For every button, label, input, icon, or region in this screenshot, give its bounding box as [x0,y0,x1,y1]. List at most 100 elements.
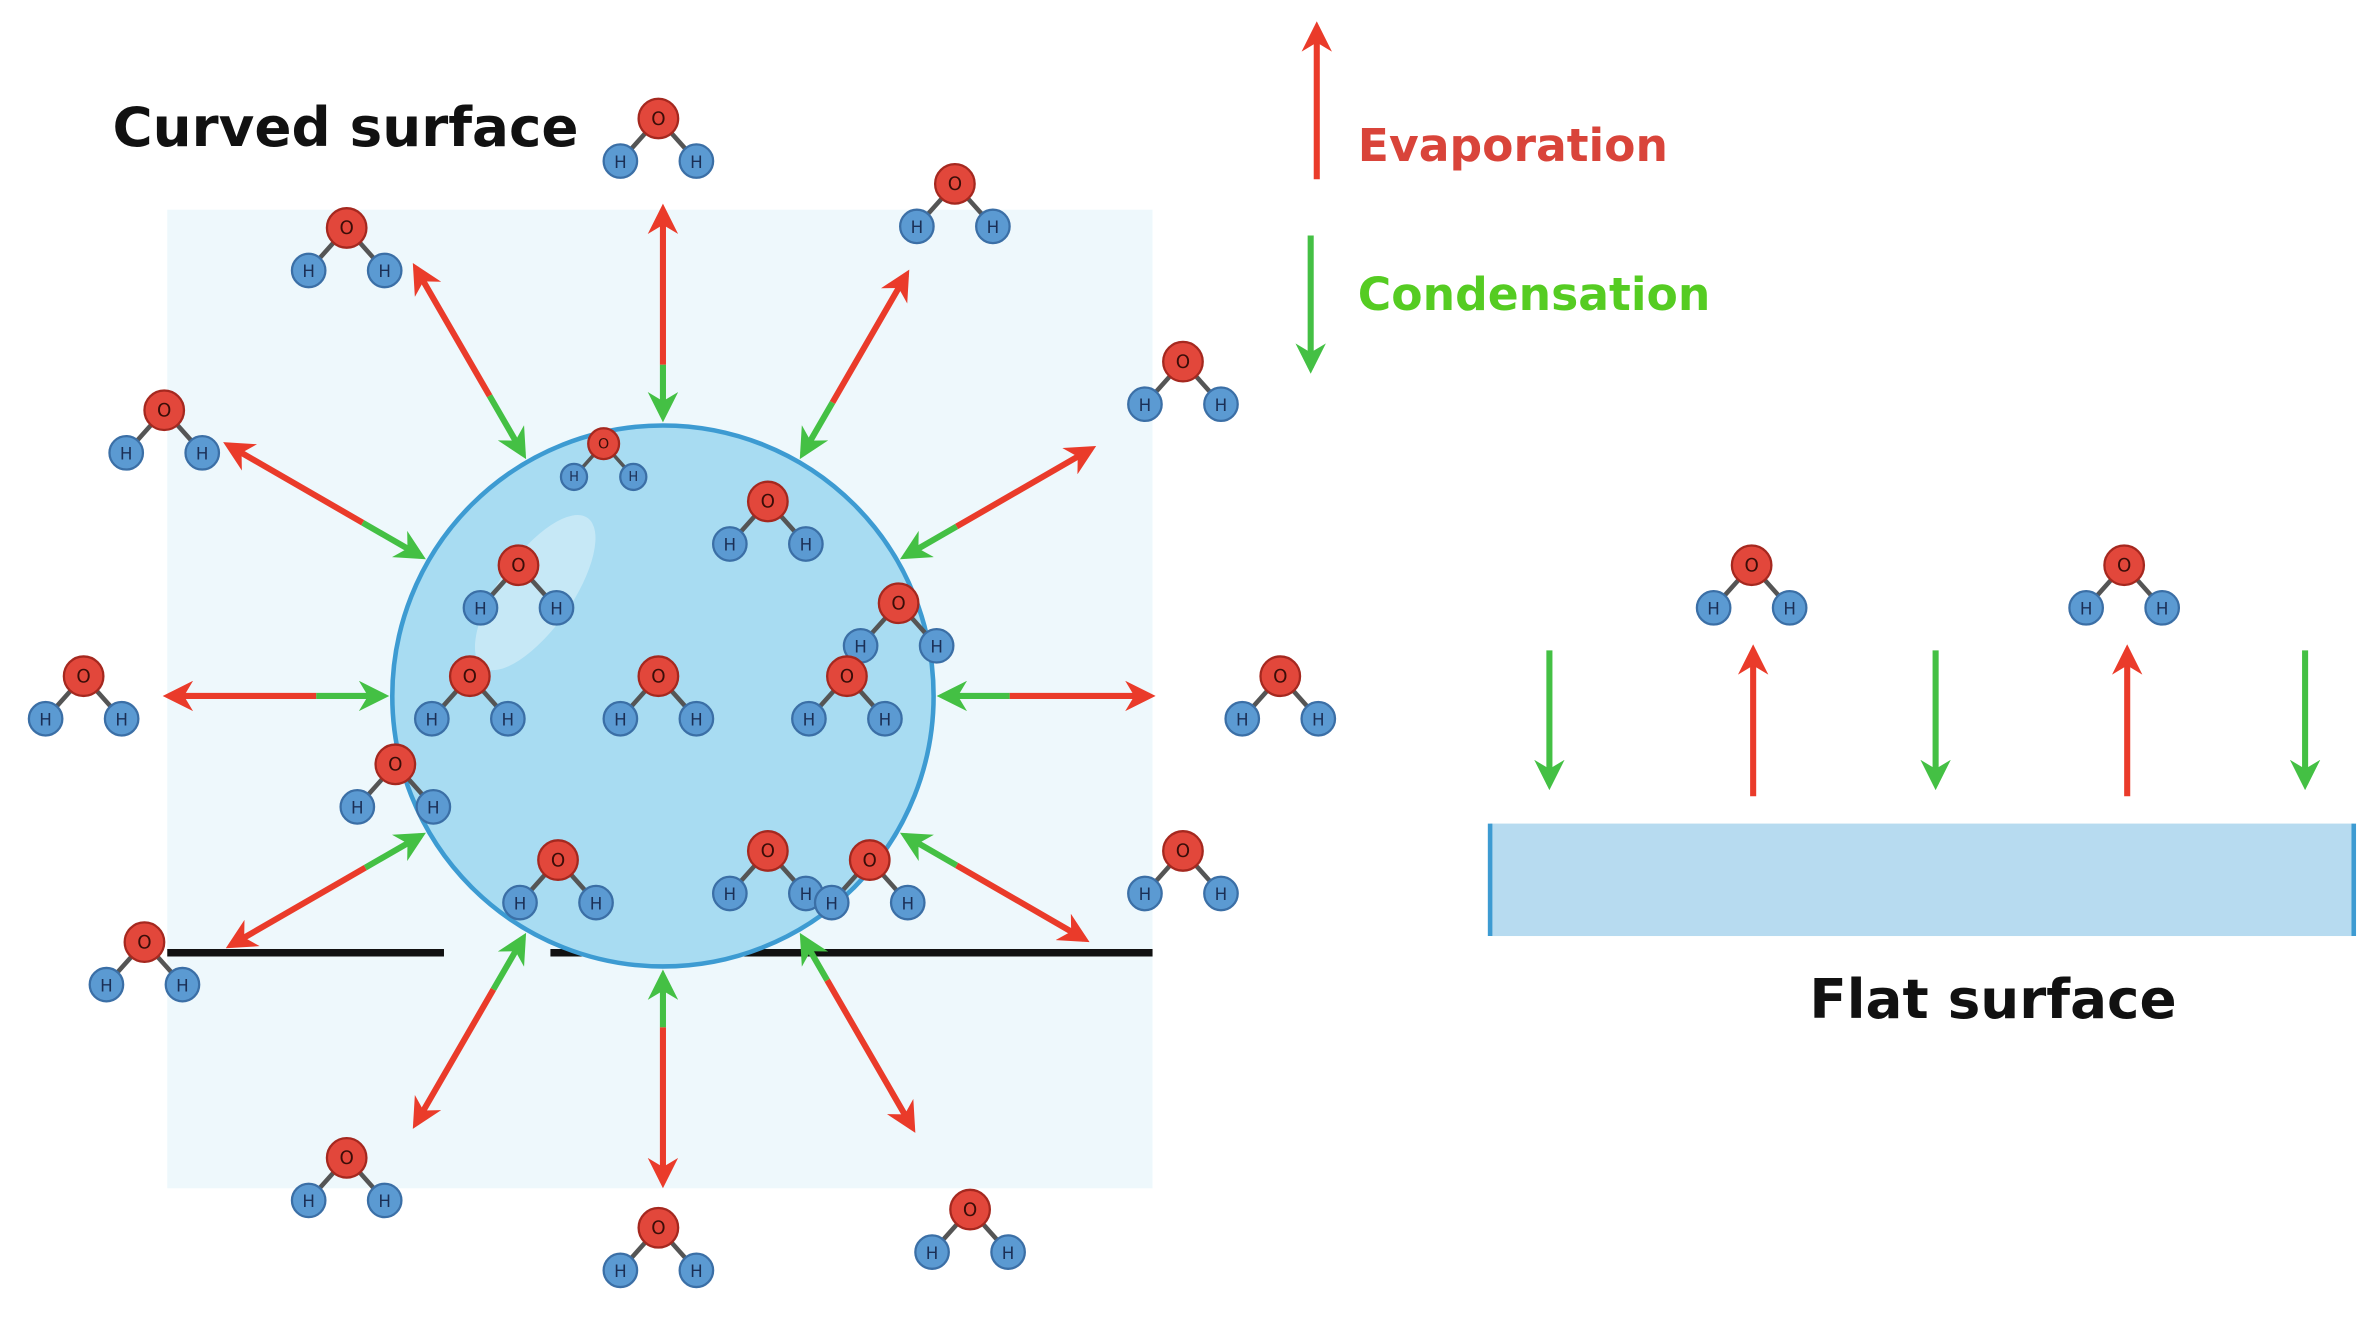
oxygen-atom-label: O [551,850,565,871]
hydrogen-atom-label: H [724,884,737,904]
hydrogen-atom [1203,386,1239,423]
oxygen-atom-label: O [948,174,962,195]
hydrogen-atom [918,627,955,664]
hydrogen-atom [27,700,64,737]
hydrogen-atom [1300,700,1337,737]
oxygen-atom-label: O [76,666,90,687]
hydrogen-atom-label: H [1215,395,1228,415]
oxygen-atom [325,207,368,249]
oxygen-atom-label: O [339,1148,353,1169]
oxygen-atom-label: O [388,755,402,776]
evaporation-arrow [412,262,493,398]
condensation-arrow [799,932,830,982]
hydrogen-atom-label: H [803,710,816,730]
flat-surface-title: Flat surface [1809,967,2176,1031]
hydrogen-atom-label: H [2156,599,2169,619]
hydrogen-atom-label: H [2080,599,2093,619]
oxygen-atom-label: O [157,401,171,422]
hydrogen-atom [602,700,639,737]
oxygen-atom-label: O [863,850,877,871]
condensation-arrow [899,523,959,560]
hydrogen-atom [538,589,575,626]
hydrogen-atom-label: H [854,637,867,657]
hydrogen-atom-label: H [690,710,703,730]
hydrogen-atom [366,1182,403,1219]
hydrogen-atom [164,966,201,1003]
hydrogen-atom-label: H [351,798,364,818]
droplet-highlight [474,515,596,671]
hydrogen-atom-label: H [115,710,128,730]
oxygen-atom [1259,655,1302,698]
evaporation-arrow [223,442,365,526]
radial-arrow-4 [899,445,1097,560]
hydrogen-atom-label: H [987,217,1000,237]
hydrogen-atom [462,589,499,626]
evaporation-arrow [412,987,497,1129]
flat-surface-water-layer [1490,823,2354,937]
condensation-arrow [361,520,426,560]
hydrogen-atom [559,462,589,492]
hydrogen-atom-label: H [1139,395,1152,415]
oxygen-atom [2103,544,2146,587]
hydrogen-atom-label: H [1215,884,1228,904]
oxygen-atom-label: O [891,594,905,615]
oxygen-atom-label: O [463,666,477,687]
oxygen-atom [374,743,417,786]
hydrogen-atom-label: H [901,893,914,913]
hydrogen-atom-label: H [825,893,838,913]
hydrogen-atom [502,884,538,921]
oxygen-atom [587,427,621,461]
water-molecule: H H O [813,839,926,921]
oxygen-atom [325,1136,368,1179]
hydrogen-atom [990,1234,1026,1270]
hydrogen-atom [290,1182,327,1219]
hydrogen-atom [711,875,748,912]
condensation-arrow [486,394,527,460]
condensation-arrow [799,400,836,460]
evaporation-arrow [955,862,1090,943]
condensation-arrow [363,832,426,871]
oxygen-atom-label: O [137,932,151,953]
evaporation-arrow [955,445,1097,530]
hydrogen-atom [914,1234,950,1270]
legend-condensation-label: Condensation [1358,268,1710,321]
oxygen-atom-label: O [840,666,854,687]
hydrogen-atom [2068,589,2105,626]
hydrogen-atom [619,462,648,492]
hydrogen-atom-label: H [930,637,943,657]
evaporation-arrow [829,269,910,405]
hydrogen-atom-label: H [1236,710,1249,730]
hydrogen-atom [88,966,125,1003]
oxygen-atom-label: O [1176,841,1190,862]
hydrogen-atom-label: H [614,152,627,172]
hydrogen-atom [788,526,824,562]
oxygen-atom-label: O [598,436,609,452]
hydrogen-atom [1771,589,1808,626]
radial-arrow-12 [412,932,527,1129]
hydrogen-atom [1203,875,1239,912]
radial-arrow-3 [412,262,527,460]
hydrogen-atom [103,700,140,737]
curved-surface-title: Curved surface [113,95,579,159]
oxygen-atom [637,1206,680,1249]
hydrogen-atom [602,1252,639,1289]
legend-evaporation-label: Evaporation [1358,119,1668,172]
hydrogen-atom [578,884,614,921]
oxygen-atom [123,921,166,964]
evaporation-arrow [225,865,367,949]
oxygen-atom-label: O [1744,556,1758,577]
hydrogen-atom [813,884,850,921]
oxygen-atom [1162,340,1204,383]
hydrogen-atom-label: H [426,710,439,730]
oxygen-atom-label: O [963,1200,977,1221]
hydrogen-atom-label: H [1002,1243,1015,1263]
water-molecule: H H O [842,582,955,664]
